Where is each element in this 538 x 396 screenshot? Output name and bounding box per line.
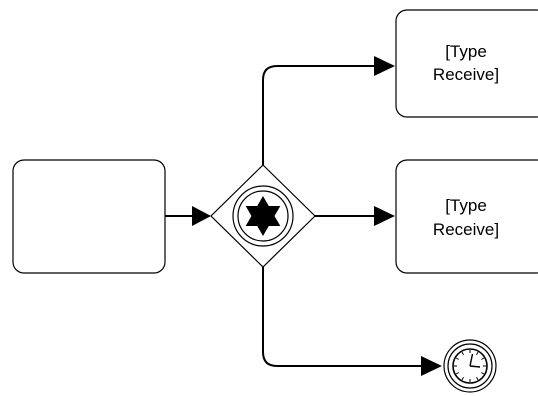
receive-task-middle[interactable]: [Type Receive] xyxy=(395,159,538,274)
arrowhead xyxy=(192,206,211,226)
clock-icon xyxy=(452,348,488,384)
receive-task-middle-label-line2: Receive] xyxy=(433,220,499,239)
intermediate-timer-event[interactable] xyxy=(443,339,497,393)
arrowhead xyxy=(421,356,442,376)
source-task[interactable] xyxy=(12,159,166,274)
arrowhead xyxy=(374,56,395,76)
receive-task-top-label-line1: [Type xyxy=(445,42,487,61)
event-based-gateway[interactable] xyxy=(210,164,316,268)
receive-task-top-label-line2: Receive] xyxy=(433,65,499,84)
flow-source-to-gateway[interactable] xyxy=(165,206,211,226)
flow-gateway-to-timer[interactable] xyxy=(262,267,442,376)
star-of-david-icon xyxy=(245,196,281,236)
flow-gateway-to-middle-task[interactable] xyxy=(315,206,395,226)
flow-gateway-to-top-task[interactable] xyxy=(262,56,395,165)
arrowhead xyxy=(374,206,395,226)
receive-task-middle-label-line1: [Type xyxy=(445,196,487,215)
receive-task-top[interactable]: [Type Receive] xyxy=(395,9,538,118)
